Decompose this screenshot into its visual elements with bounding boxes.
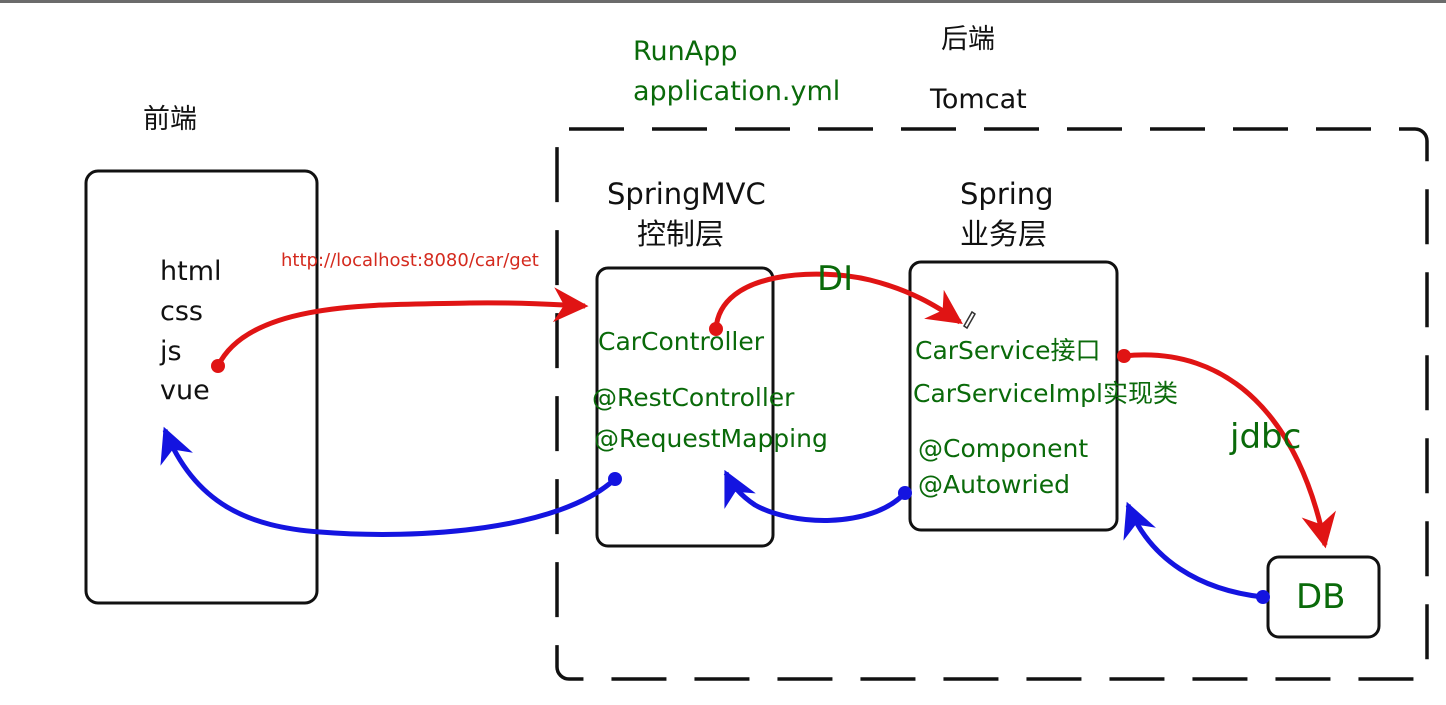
frontend-heading: 前端 xyxy=(143,104,197,135)
service-annotation-autowired: @Autowried xyxy=(918,470,1070,499)
service-subtitle: 业务层 xyxy=(960,217,1048,251)
service-title: Spring xyxy=(960,177,1054,211)
frontend-item-css: css xyxy=(160,296,203,327)
request-start-dot xyxy=(211,359,225,373)
run-app-label: RunApp xyxy=(633,36,738,67)
controller-annotation-rest: @RestController xyxy=(592,383,795,412)
top-edge-line xyxy=(0,0,1446,3)
response-arrow-db-to-service xyxy=(1123,501,1264,600)
request-arrow-frontend-to-controller xyxy=(215,287,589,368)
frontend-item-html: html xyxy=(160,256,222,287)
controller-box xyxy=(595,266,775,548)
jdbc-start-dot xyxy=(1117,349,1131,363)
controller-annotation-mapping: @RequestMapping xyxy=(594,424,828,453)
service-interface-name: CarService接口 xyxy=(915,336,1101,365)
service-response-dot xyxy=(898,486,912,500)
frontend-box xyxy=(84,169,319,605)
db-response-dot xyxy=(1256,590,1270,604)
jdbc-arrow-service-to-db xyxy=(1123,352,1336,549)
tomcat-container xyxy=(555,127,1429,681)
frontend-item-vue: vue xyxy=(160,375,210,406)
service-annotation-component: @Component xyxy=(918,434,1089,463)
backend-heading: 后端 xyxy=(941,24,995,55)
controller-subtitle: 控制层 xyxy=(637,217,725,251)
service-impl-name: CarServiceImpl实现类 xyxy=(913,379,1178,408)
jdbc-label: jdbc xyxy=(1230,417,1302,457)
di-arrow-controller-to-service xyxy=(713,271,963,330)
di-start-dot xyxy=(709,322,723,336)
tomcat-heading: Tomcat xyxy=(930,84,1027,115)
controller-response-dot xyxy=(608,472,622,486)
di-label: DI xyxy=(817,259,854,299)
response-arrow-service-to-controller xyxy=(723,469,907,523)
controller-class-name: CarController xyxy=(598,327,765,356)
application-yml-label: application.yml xyxy=(633,76,841,107)
service-box xyxy=(908,260,1119,532)
controller-title: SpringMVC xyxy=(607,177,766,211)
response-arrow-controller-to-frontend xyxy=(160,426,617,537)
request-url-label: http://localhost:8080/car/get xyxy=(281,250,539,271)
pencil-cursor-icon xyxy=(963,310,976,330)
db-label: DB xyxy=(1296,577,1346,617)
frontend-item-js: js xyxy=(160,336,182,367)
